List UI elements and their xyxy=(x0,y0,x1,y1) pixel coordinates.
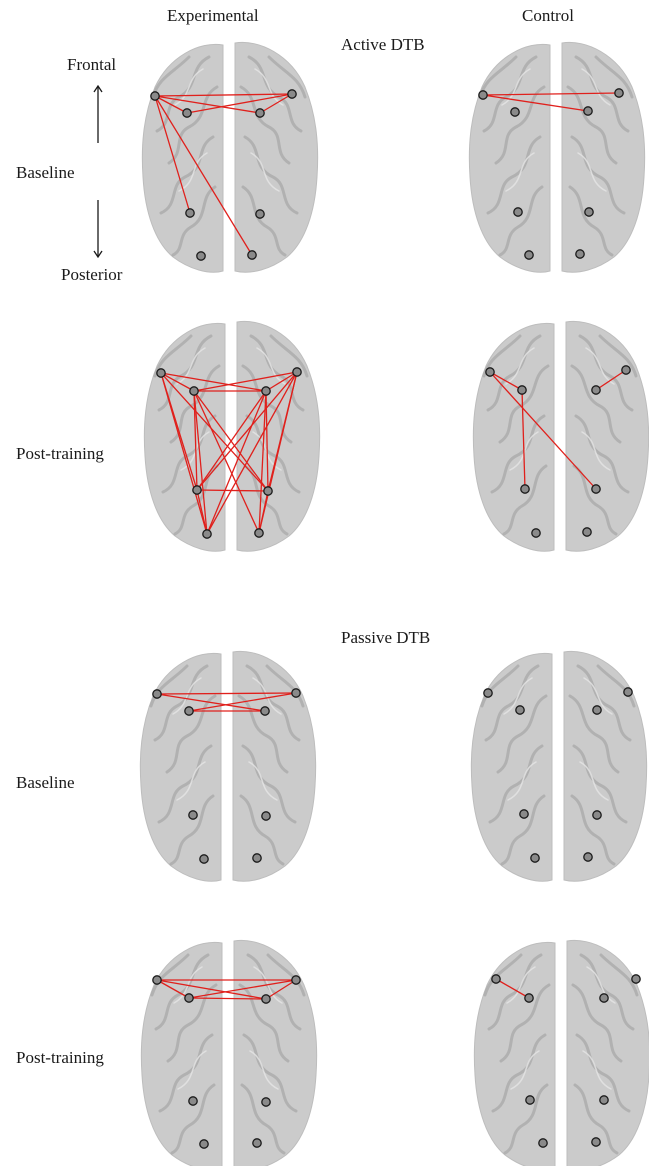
electrode-node xyxy=(479,91,487,99)
electrode-node xyxy=(600,994,608,1002)
electrode-node xyxy=(292,689,300,697)
electrode-node xyxy=(576,250,584,258)
electrode-node xyxy=(262,387,270,395)
electrode-node xyxy=(264,487,272,495)
brain-images xyxy=(140,42,649,1166)
electrode-node xyxy=(248,251,256,259)
column-header-experimental: Experimental xyxy=(167,6,259,26)
electrode-node xyxy=(632,975,640,983)
electrode-node xyxy=(615,89,623,97)
electrode-node xyxy=(200,855,208,863)
electrode-node xyxy=(193,486,201,494)
electrode-node xyxy=(592,386,600,394)
electrode-node xyxy=(189,811,197,819)
electrode-node xyxy=(486,368,494,376)
electrode-node xyxy=(624,688,632,696)
electrode-node xyxy=(153,690,161,698)
row-label-active-baseline: Baseline xyxy=(16,163,75,183)
row-label-active-post-training: Post-training xyxy=(16,444,104,464)
electrode-node xyxy=(186,209,194,217)
electrode-node xyxy=(622,366,630,374)
electrode-node xyxy=(521,485,529,493)
column-header-control: Control xyxy=(522,6,574,26)
electrode-node xyxy=(153,976,161,984)
electrode-node xyxy=(253,1139,261,1147)
electrode-node xyxy=(185,707,193,715)
electrode-node xyxy=(203,530,211,538)
electrode-node xyxy=(525,994,533,1002)
electrode-node xyxy=(151,92,159,100)
electrode-node xyxy=(261,707,269,715)
electrode-node xyxy=(600,1096,608,1104)
electrode-node xyxy=(190,387,198,395)
brain-image xyxy=(141,940,316,1166)
electrode-node xyxy=(526,1096,534,1104)
row-label-passive-baseline: Baseline xyxy=(16,773,75,793)
brain-image xyxy=(471,651,646,881)
electrode-node xyxy=(262,1098,270,1106)
condition-label-active: Active DTB xyxy=(341,35,425,55)
electrode-node xyxy=(518,386,526,394)
electrode-node xyxy=(253,854,261,862)
electrode-node xyxy=(200,1140,208,1148)
electrode-node xyxy=(592,1138,600,1146)
electrode-node xyxy=(584,107,592,115)
posterior-label: Posterior xyxy=(61,265,122,285)
condition-label-passive: Passive DTB xyxy=(341,628,430,648)
electrode-node xyxy=(262,995,270,1003)
brain-image xyxy=(474,940,649,1166)
frontal-label: Frontal xyxy=(67,55,116,75)
brain-image xyxy=(142,42,317,272)
electrode-node xyxy=(293,368,301,376)
electrode-node xyxy=(197,252,205,260)
electrode-node xyxy=(514,208,522,216)
electrode-node xyxy=(256,210,264,218)
electrode-node xyxy=(183,109,191,117)
frontal-arrow-icon xyxy=(93,85,103,145)
electrode-node xyxy=(539,1139,547,1147)
electrode-node xyxy=(262,812,270,820)
row-label-passive-post-training: Post-training xyxy=(16,1048,104,1068)
brain-image xyxy=(473,321,648,551)
electrode-node xyxy=(255,529,263,537)
brain-image xyxy=(144,321,319,551)
electrode-node xyxy=(592,485,600,493)
electrode-node xyxy=(484,689,492,697)
electrode-node xyxy=(584,853,592,861)
electrode-node xyxy=(292,976,300,984)
electrode-node xyxy=(525,251,533,259)
electrode-node xyxy=(593,706,601,714)
posterior-arrow-icon xyxy=(93,198,103,258)
electrode-node xyxy=(492,975,500,983)
electrode-node xyxy=(185,994,193,1002)
electrode-node xyxy=(583,528,591,536)
electrode-node xyxy=(516,706,524,714)
electrode-node xyxy=(520,810,528,818)
electrode-node xyxy=(532,529,540,537)
electrode-node xyxy=(585,208,593,216)
brain-image xyxy=(469,42,644,272)
brain-image xyxy=(140,651,315,881)
electrode-node xyxy=(256,109,264,117)
electrode-node xyxy=(157,369,165,377)
electrode-node xyxy=(511,108,519,116)
electrode-node xyxy=(593,811,601,819)
electrode-node xyxy=(189,1097,197,1105)
electrode-node xyxy=(288,90,296,98)
electrode-node xyxy=(531,854,539,862)
